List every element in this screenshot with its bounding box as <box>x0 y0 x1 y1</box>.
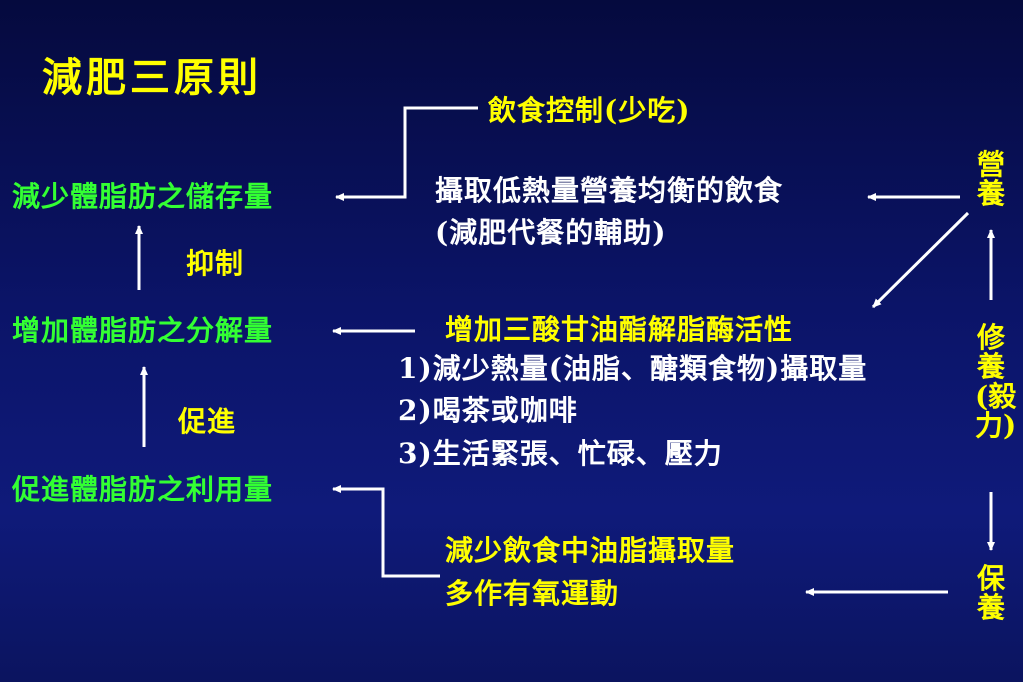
promote-fat-use-label: 促進體脂肪之利用量 <box>12 473 274 506</box>
exercise-line-1: 減少飲食中油脂攝取量 <box>445 534 736 567</box>
inhibit-label: 抑制 <box>186 247 245 280</box>
increase-fat-breakdown-label: 增加體脂肪之分解量 <box>12 314 274 347</box>
enzyme-item-3: 3)生活緊張、忙碌、壓力 <box>398 437 723 470</box>
exercise-line-2: 多作有氧運動 <box>445 577 620 610</box>
promote-label: 促進 <box>178 405 237 438</box>
enzyme-item-2: 2)喝茶或咖啡 <box>398 394 578 427</box>
page-title: 減肥三原則 <box>42 54 262 101</box>
diet-line-1: 攝取低熱量營養均衡的飲食 <box>435 174 784 207</box>
maintenance-label: 保養 <box>976 562 1005 625</box>
enzyme-heading: 增加三酸甘油酯解脂酶活性 <box>445 313 794 346</box>
enzyme-item-1: 1)減少熱量(油脂、醣類食物)攝取量 <box>398 352 868 385</box>
reduce-fat-storage-label: 減少體脂肪之儲存量 <box>12 180 274 213</box>
exercise-to-use-arrow <box>332 485 440 578</box>
diet-to-storage-arrow <box>335 106 478 201</box>
diet-control-heading: 飲食控制(少吃) <box>488 94 691 127</box>
diet-line-2: (減肥代餐的輔助) <box>435 216 667 249</box>
nutrition-to-enzyme-arrow <box>871 211 970 309</box>
nutrition-label: 營養 <box>976 148 1005 211</box>
